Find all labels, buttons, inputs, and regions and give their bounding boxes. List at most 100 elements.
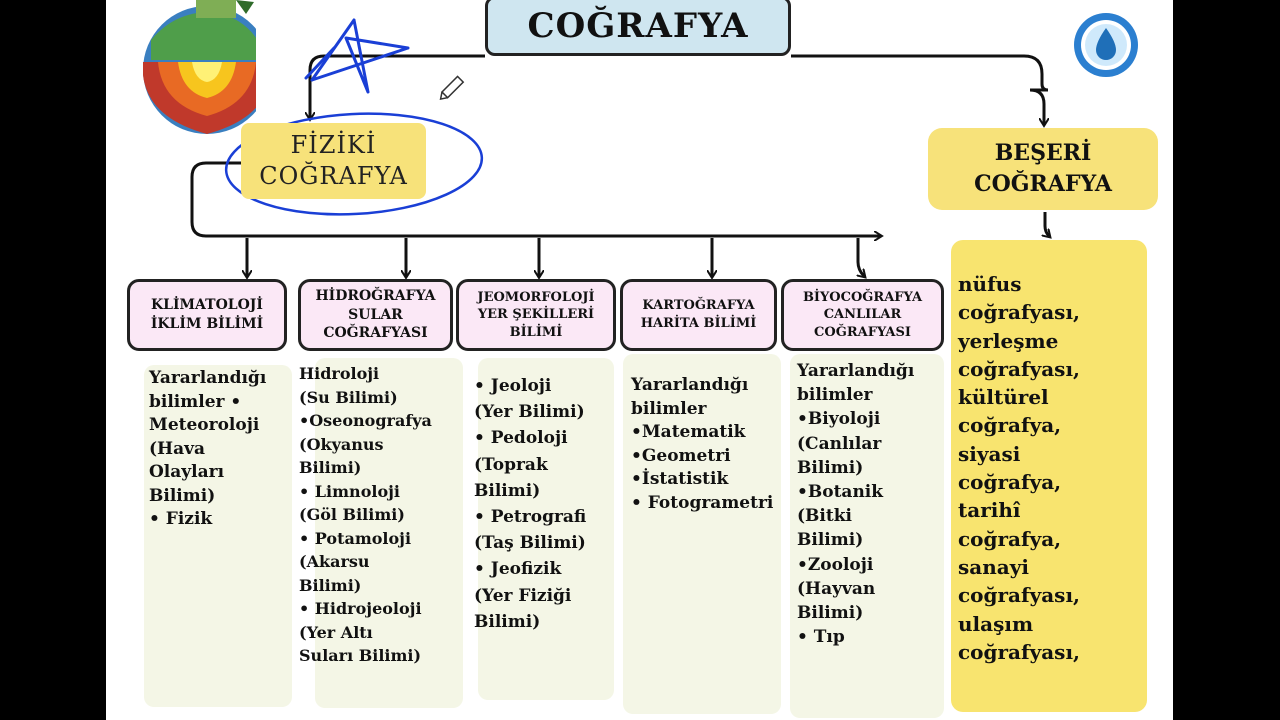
detail-line: • Jeoloji xyxy=(474,376,552,396)
detail-line: (Canlılar xyxy=(797,433,882,454)
category-line: İKLİM BİLİMİ xyxy=(150,316,264,332)
circle-annotation xyxy=(224,112,484,216)
category-biyocografya: BİYOCOĞRAFYA CANLILAR COĞRAFYASI xyxy=(781,279,944,351)
fiziki-cografya-box: FİZİKİ COĞRAFYA xyxy=(241,123,426,199)
category-line: BİYOCOĞRAFYA xyxy=(802,289,923,305)
detail-line: (Bitki xyxy=(797,506,852,527)
category-line: COĞRAFYASI xyxy=(814,324,911,340)
detail-line: (Hayvan xyxy=(797,578,876,599)
category-hidrografya: HİDROĞRAFYA SULAR COĞRAFYASI xyxy=(298,279,453,351)
category-line: CANLILAR xyxy=(823,307,902,323)
fiziki-line2: COĞRAFYA xyxy=(259,162,408,190)
detail-line: •Oseonografya xyxy=(299,411,432,430)
beseri-list-line: coğrafya, xyxy=(958,470,1062,495)
detail-panel-biyocografya xyxy=(790,354,944,718)
category-line: HARİTA BİLİMİ xyxy=(640,316,757,331)
detail-line: Yararlandığı xyxy=(149,368,267,388)
category-jeomorfoloji: JEOMORFOLOJİ YER ŞEKİLLERİ BİLİMİ xyxy=(456,279,616,351)
beseri-list-line: siyasi xyxy=(958,441,1021,466)
detail-line: (Taş Bilimi) xyxy=(474,533,586,554)
detail-line: bilimler xyxy=(631,398,707,419)
detail-line: •Geometri xyxy=(631,445,731,466)
detail-line: (Hava xyxy=(149,438,206,459)
category-line: COĞRAFYASI xyxy=(323,325,428,342)
detail-panel-hidrografya xyxy=(315,358,463,708)
detail-text-jeomorfoloji: • Jeoloji (Yer Bilimi) • Pedoloji (Topra… xyxy=(474,373,586,635)
category-line: HİDROĞRAFYA xyxy=(315,287,436,304)
beseri-list-line: yerleşme xyxy=(958,328,1059,353)
detail-panel-jeomorfoloji xyxy=(478,358,614,700)
detail-line: • Fotogrametri xyxy=(631,492,774,513)
detail-line: •Biyoloji xyxy=(797,409,881,430)
detail-line: Bilimi) xyxy=(149,485,216,506)
detail-line: Bilimi) xyxy=(474,480,541,501)
beseri-list-line: nüfus xyxy=(958,272,1022,296)
detail-text-hidrografya: Hidroloji (Su Bilimi) •Oseonografya (Oky… xyxy=(299,362,432,668)
beseri-list-line: coğrafya, xyxy=(958,526,1062,551)
detail-line: • Potamoloji xyxy=(299,528,412,548)
detail-line: •İstatistik xyxy=(631,469,729,489)
detail-line: Olayları xyxy=(149,462,225,482)
detail-line: (Akarsu xyxy=(299,552,370,571)
category-line: YER ŞEKİLLERİ xyxy=(477,307,595,323)
beseri-list-line: coğrafyası, xyxy=(958,639,1081,664)
fiziki-line1: FİZİKİ xyxy=(290,130,377,159)
main-title: COĞRAFYA xyxy=(485,0,791,56)
detail-line: • Tıp xyxy=(797,627,845,648)
title-text: COĞRAFYA xyxy=(527,6,749,46)
detail-line: • Hidrojeoloji xyxy=(299,599,422,618)
detail-line: Bilimi) xyxy=(797,603,864,624)
detail-line: bilimler • xyxy=(149,391,242,412)
beseri-list-line: coğrafyası, xyxy=(958,583,1081,608)
detail-line: (Yer Bilimi) xyxy=(474,402,585,423)
category-line: SULAR xyxy=(348,306,403,323)
connector-lines xyxy=(190,18,1173,720)
earth-layers-icon xyxy=(143,0,256,134)
category-klimatoloji: KLİMATOLOJİ İKLİM BİLİMİ xyxy=(127,279,287,351)
detail-line: Bilimi) xyxy=(797,457,864,478)
category-line: BİLİMİ xyxy=(509,324,563,340)
detail-line: Bilimi) xyxy=(299,575,362,595)
detail-line: Suları Bilimi) xyxy=(299,646,422,665)
category-line: KARTOĞRAFYA xyxy=(642,298,755,314)
detail-line: (Okyanus xyxy=(299,434,384,454)
beseri-list-line: tarihî xyxy=(958,498,1021,523)
detail-text-biyocografya: Yararlandığı bilimler •Biyoloji (Canlıla… xyxy=(797,359,914,649)
detail-line: Bilimi) xyxy=(299,458,362,477)
beseri-list-line: kültürel xyxy=(958,385,1049,410)
detail-line: • Jeofizik xyxy=(474,559,562,580)
detail-line: • Petrografi xyxy=(474,507,587,528)
beseri-list-line: coğrafyası, xyxy=(958,300,1081,325)
detail-line: Yararlandığı xyxy=(631,375,749,395)
detail-line: •Zooloji xyxy=(797,554,874,575)
category-line: KLİMATOLOJİ xyxy=(151,297,263,314)
detail-line: • Limnoloji xyxy=(299,481,400,501)
beseri-list-line: coğrafyası, xyxy=(958,356,1081,381)
star-annotation xyxy=(310,18,410,94)
detail-line: Hidroloji xyxy=(299,364,380,383)
detail-panel-klimatoloji xyxy=(144,365,292,707)
detail-line: •Botanik xyxy=(797,482,884,503)
detail-line: (Yer Fiziği xyxy=(474,585,572,606)
beseri-list-line: ulaşım xyxy=(958,611,1034,636)
detail-panel-kartografya xyxy=(623,354,781,714)
beseri-list-line: coğrafya, xyxy=(958,413,1062,438)
beseri-list-panel xyxy=(951,240,1147,712)
slide: COĞRAFYA FİZİKİ COĞRAFYA BEŞERİ COĞRAFYA… xyxy=(106,0,1173,720)
detail-text-klimatoloji: Yararlandığı bilimler • Meteoroloji (Hav… xyxy=(149,367,266,532)
detail-line: (Yer Altı xyxy=(299,622,373,642)
detail-line: • Fizik xyxy=(149,509,213,529)
detail-line: Yararlandığı xyxy=(797,361,915,381)
category-line: JEOMORFOLOJİ xyxy=(477,289,595,305)
detail-text-kartografya: Yararlandığı bilimler •Matematik •Geomet… xyxy=(631,374,773,515)
detail-line: bilimler xyxy=(797,385,873,406)
detail-line: (Göl Bilimi) xyxy=(299,505,405,524)
category-kartografya: KARTOĞRAFYA HARİTA BİLİMİ xyxy=(620,279,777,351)
detail-line: Meteoroloji xyxy=(149,415,260,435)
detail-line: • Pedoloji xyxy=(474,428,568,449)
beseri-cografya-box: BEŞERİ COĞRAFYA xyxy=(928,128,1158,210)
detail-line: (Toprak xyxy=(474,454,548,475)
water-cycle-icon xyxy=(1074,13,1138,77)
beseri-list-line: sanayi xyxy=(958,554,1029,579)
detail-line: Bilimi) xyxy=(474,611,541,632)
